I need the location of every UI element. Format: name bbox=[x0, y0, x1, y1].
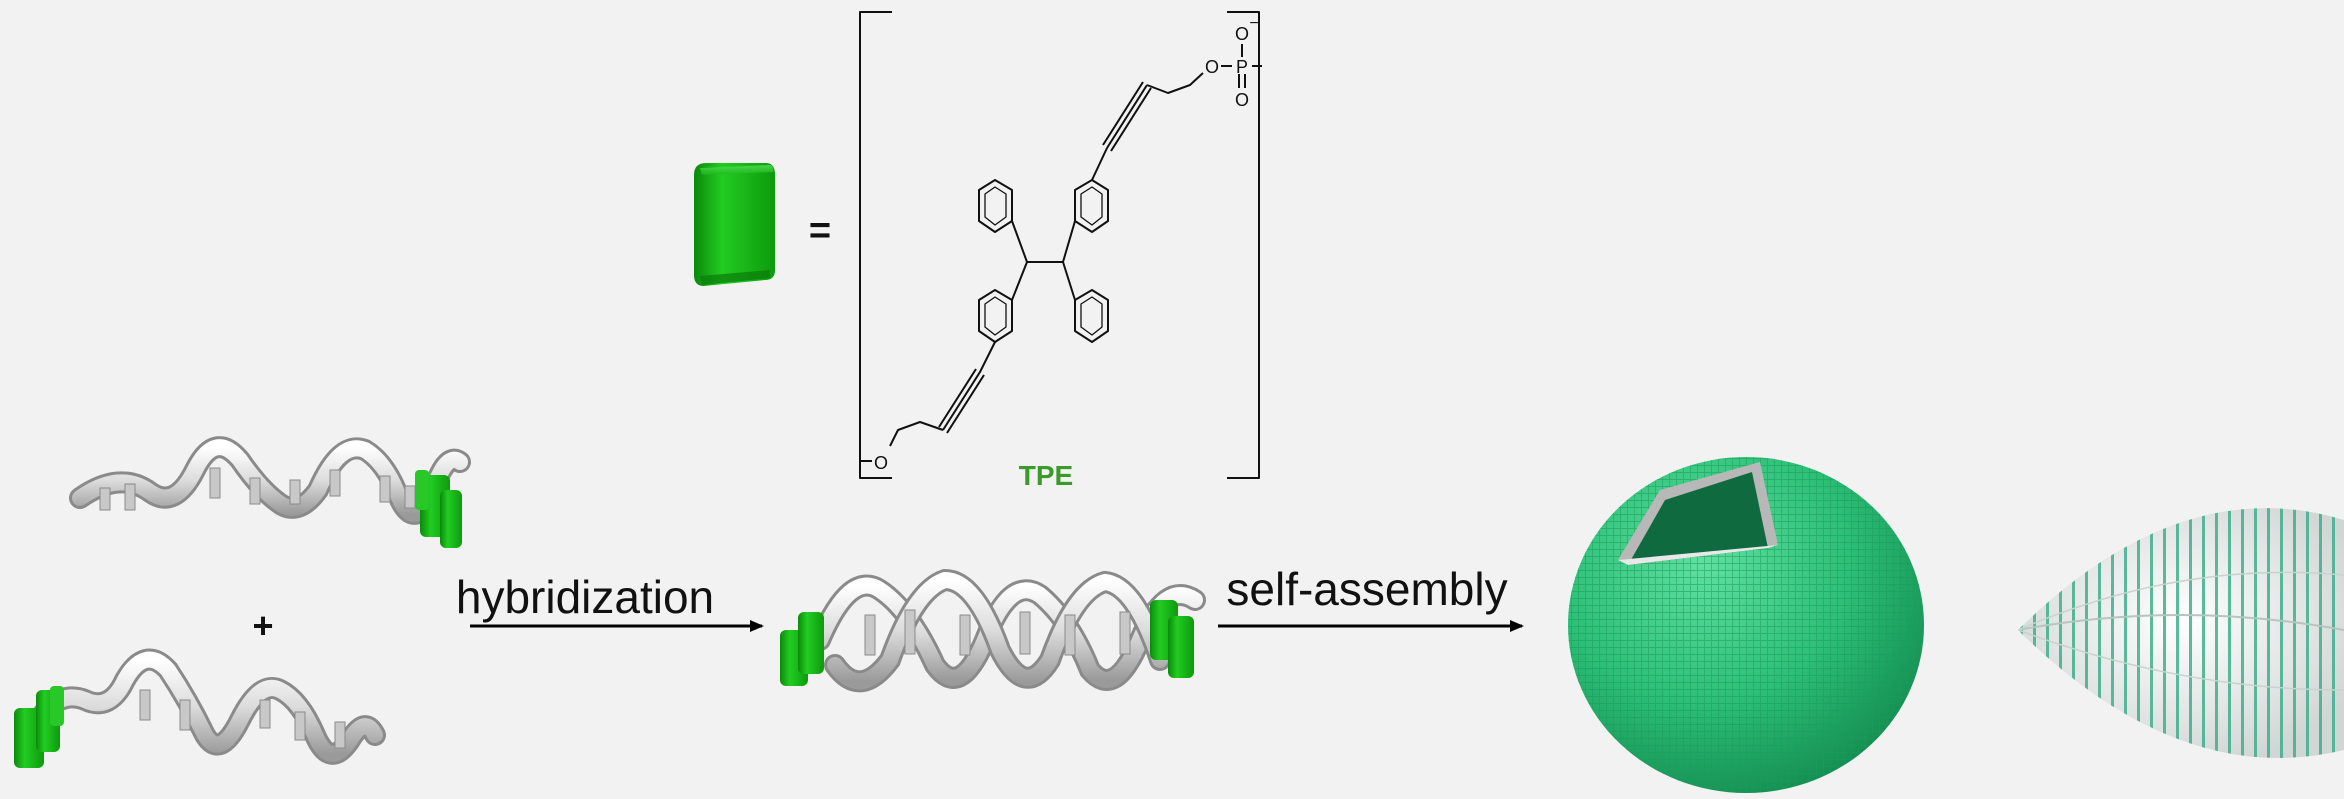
hybridization-label: hybridization bbox=[456, 571, 714, 623]
right-bracket bbox=[1227, 11, 1260, 479]
vesicle-lens bbox=[2018, 508, 2344, 758]
self-assembly-label: self-assembly bbox=[1226, 563, 1507, 615]
atom-p: P bbox=[1236, 57, 1248, 77]
vesicle-cutaway bbox=[1618, 462, 1778, 565]
dna-single-strand-bottom bbox=[14, 648, 386, 768]
atom-o-top: O bbox=[1235, 24, 1249, 44]
dna-single-strand-top bbox=[69, 436, 471, 548]
atom-o-double: O bbox=[1235, 90, 1249, 110]
phenyl-ring-bottom-right bbox=[1074, 289, 1109, 343]
tpe-cap-bottom-strand bbox=[14, 686, 64, 768]
tpe-block-icon bbox=[694, 163, 775, 286]
phenyl-ring-top-right bbox=[1074, 179, 1109, 233]
plus-sign: + bbox=[252, 605, 273, 646]
equals-sign: = bbox=[809, 210, 831, 252]
tpe-label: TPE bbox=[1019, 460, 1073, 491]
vesicle-sphere bbox=[1568, 457, 1924, 793]
dna-duplex bbox=[780, 568, 1206, 693]
phenyl-ring-bottom-left bbox=[978, 289, 1013, 343]
tpe-cap-duplex-right bbox=[1150, 600, 1194, 678]
phenyl-ring-top-left bbox=[978, 179, 1013, 233]
tpe-structure bbox=[859, 11, 1262, 479]
atom-o-charge: − bbox=[1249, 15, 1258, 32]
left-bracket bbox=[859, 11, 892, 479]
atom-o-bottom: O bbox=[874, 453, 888, 473]
atom-o-ester: O bbox=[1205, 57, 1219, 77]
tpe-cap-top-strand bbox=[415, 470, 462, 548]
tpe-cap-duplex-left bbox=[780, 612, 824, 686]
